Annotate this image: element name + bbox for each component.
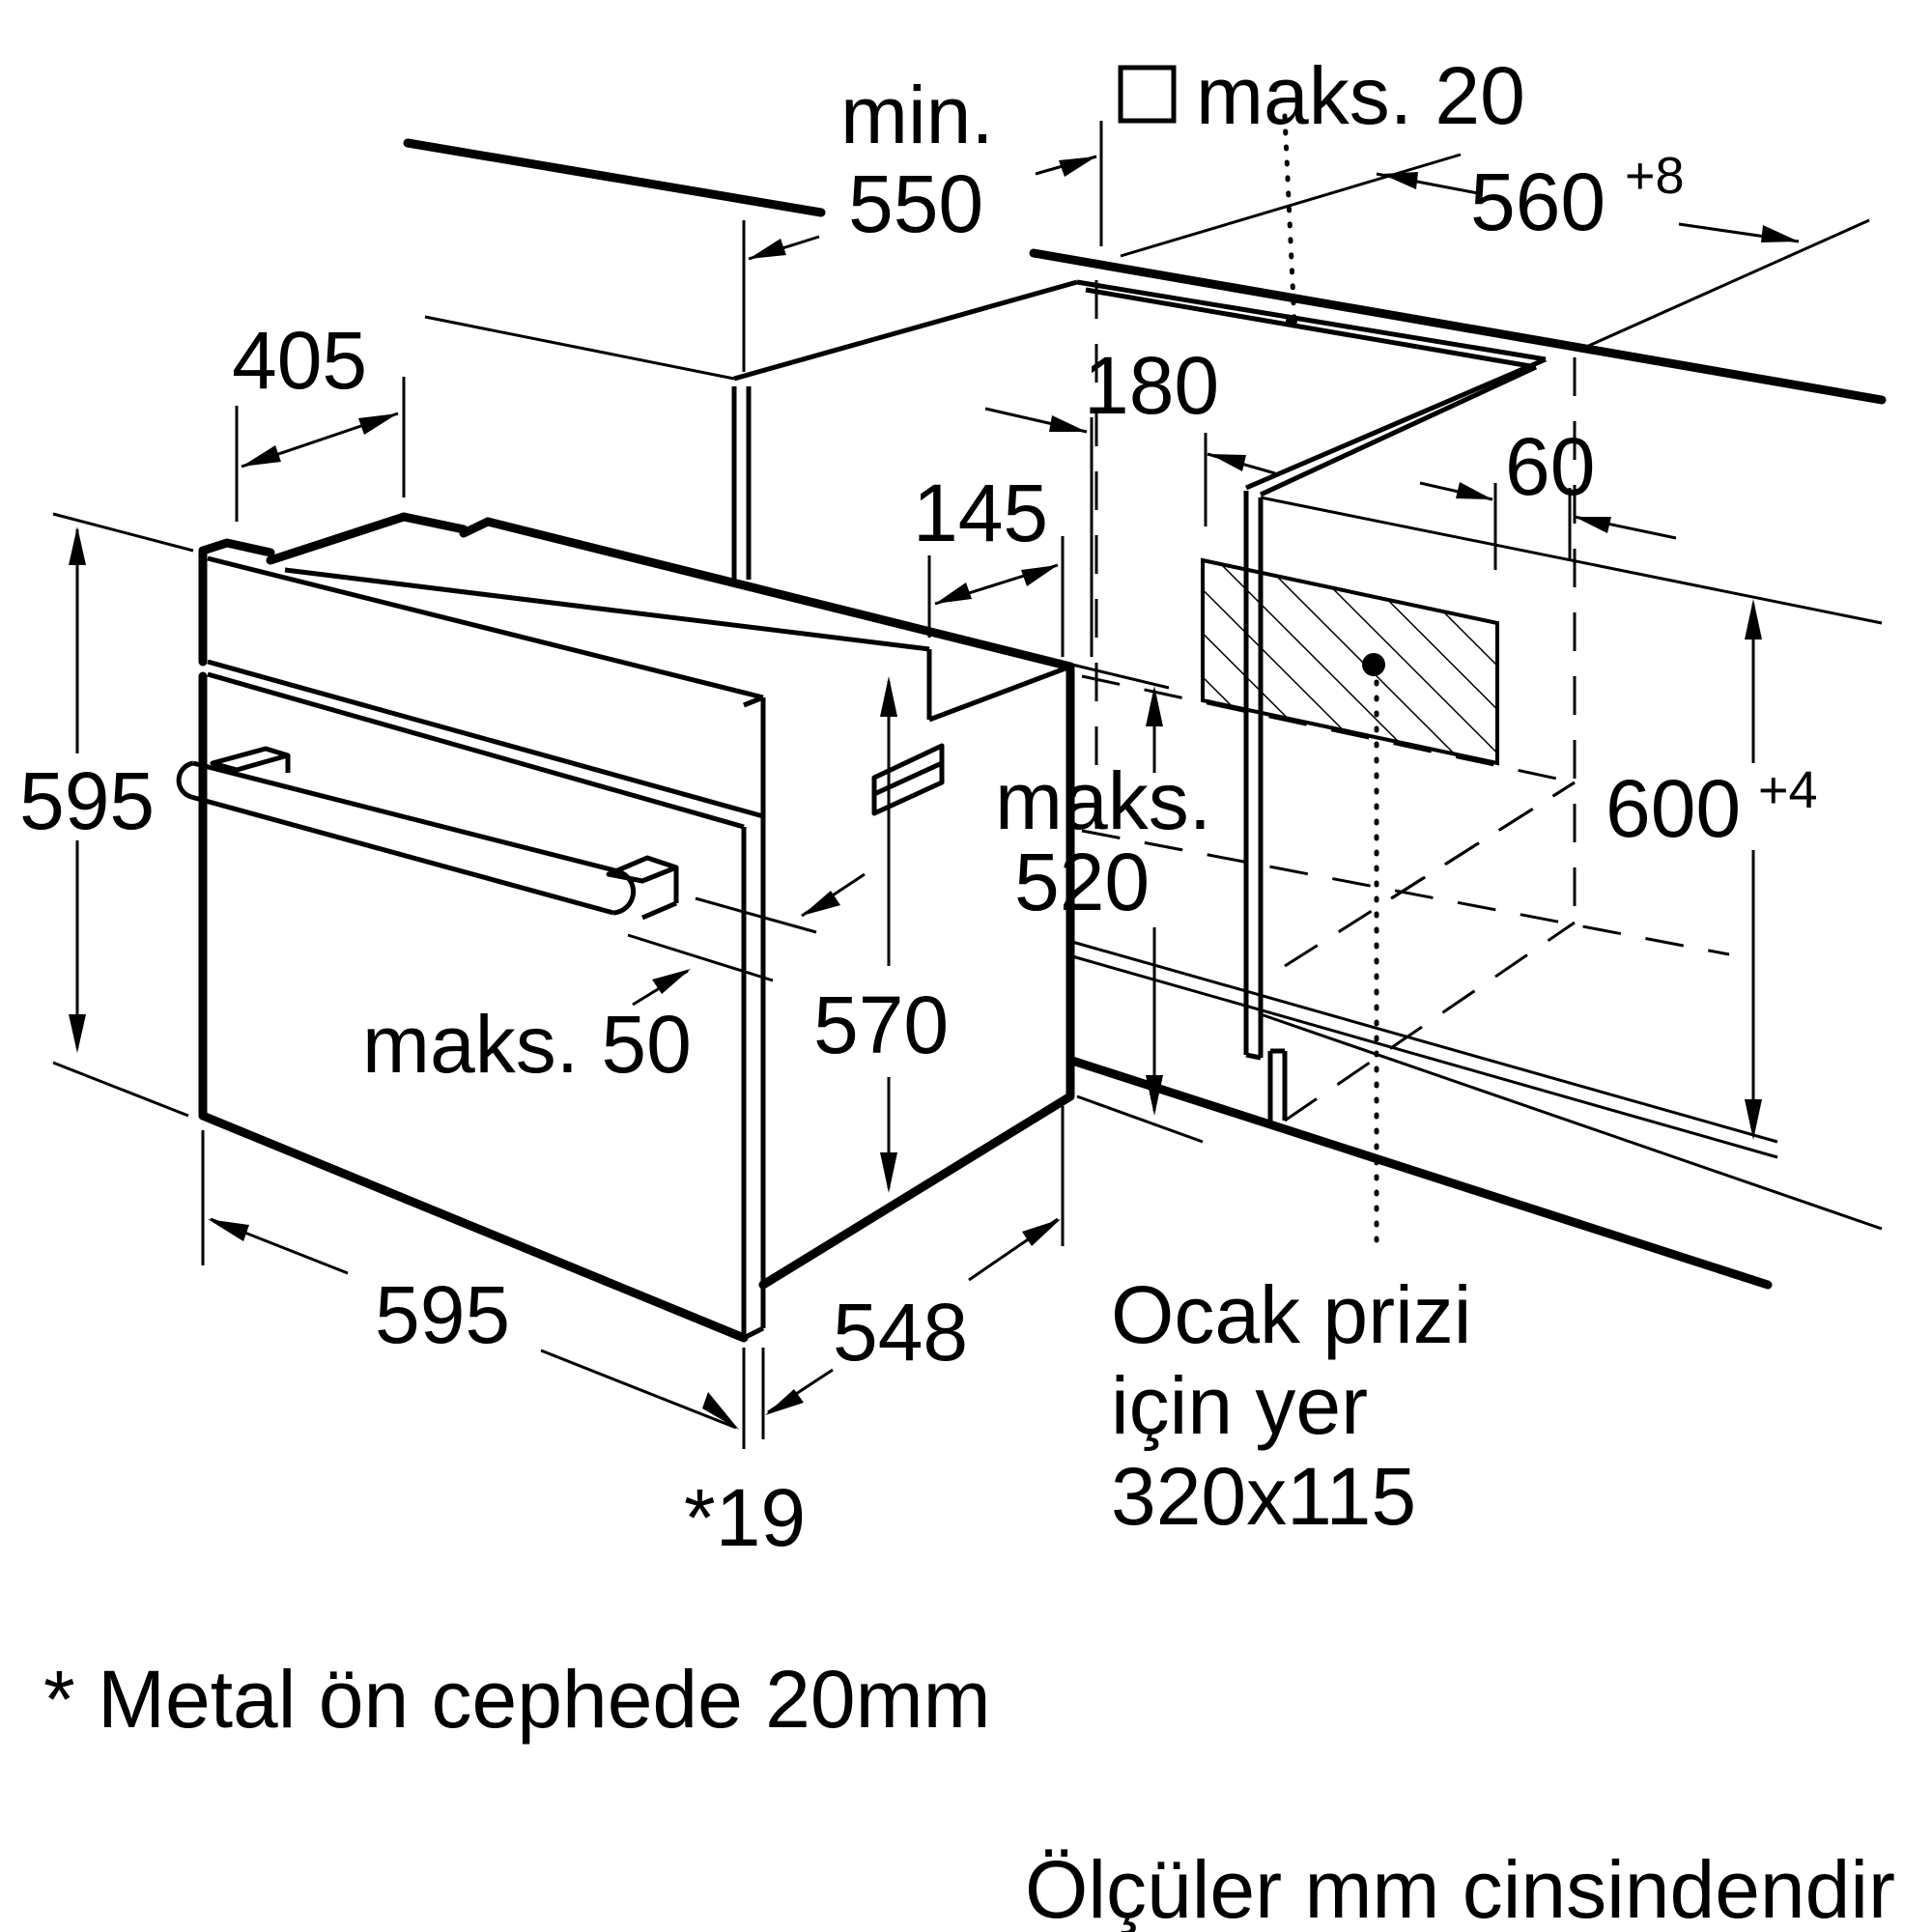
- dimension-labels: min. 550 maks. 20 560 +8 405 180 60 145 …: [19, 50, 1818, 1563]
- label-socket-line-1: Ocak prizi: [1111, 1269, 1471, 1360]
- label-19: *19: [684, 1472, 806, 1563]
- label-570: 570: [813, 980, 949, 1070]
- label-60: 60: [1505, 421, 1595, 512]
- label-min: min.: [840, 70, 994, 160]
- label-145: 145: [913, 468, 1048, 558]
- square-symbol-icon: [1118, 65, 1177, 124]
- label-maks-520-b: 520: [1014, 837, 1150, 927]
- socket-area: [1201, 113, 1499, 1249]
- label-socket-line-3: 320x115: [1111, 1451, 1416, 1542]
- oven: [176, 512, 1075, 1343]
- units-note: Ölçüler mm cinsindendir: [1025, 1844, 1895, 1932]
- label-180: 180: [1084, 340, 1219, 431]
- footnote: * Metal ön cephede 20mm: [43, 1654, 991, 1745]
- label-maks-520-a: maks.: [995, 755, 1211, 846]
- label-600-tolerance: +4: [1758, 761, 1818, 819]
- label-405: 405: [232, 315, 367, 406]
- cabinet-niche: [403, 138, 1887, 1290]
- label-595-width: 595: [375, 1269, 510, 1360]
- label-560: 560: [1470, 156, 1605, 247]
- label-560-tolerance: +8: [1625, 147, 1685, 205]
- label-600: 600: [1605, 763, 1741, 854]
- label-socket-line-2: için yer: [1111, 1360, 1368, 1451]
- label-maks-20: maks. 20: [1196, 50, 1525, 141]
- label-595-height: 595: [19, 755, 155, 846]
- label-548: 548: [833, 1287, 968, 1378]
- label-min-550: 550: [848, 158, 983, 249]
- dimension-lines: [52, 121, 1800, 1449]
- label-maks-50: maks. 50: [362, 999, 692, 1090]
